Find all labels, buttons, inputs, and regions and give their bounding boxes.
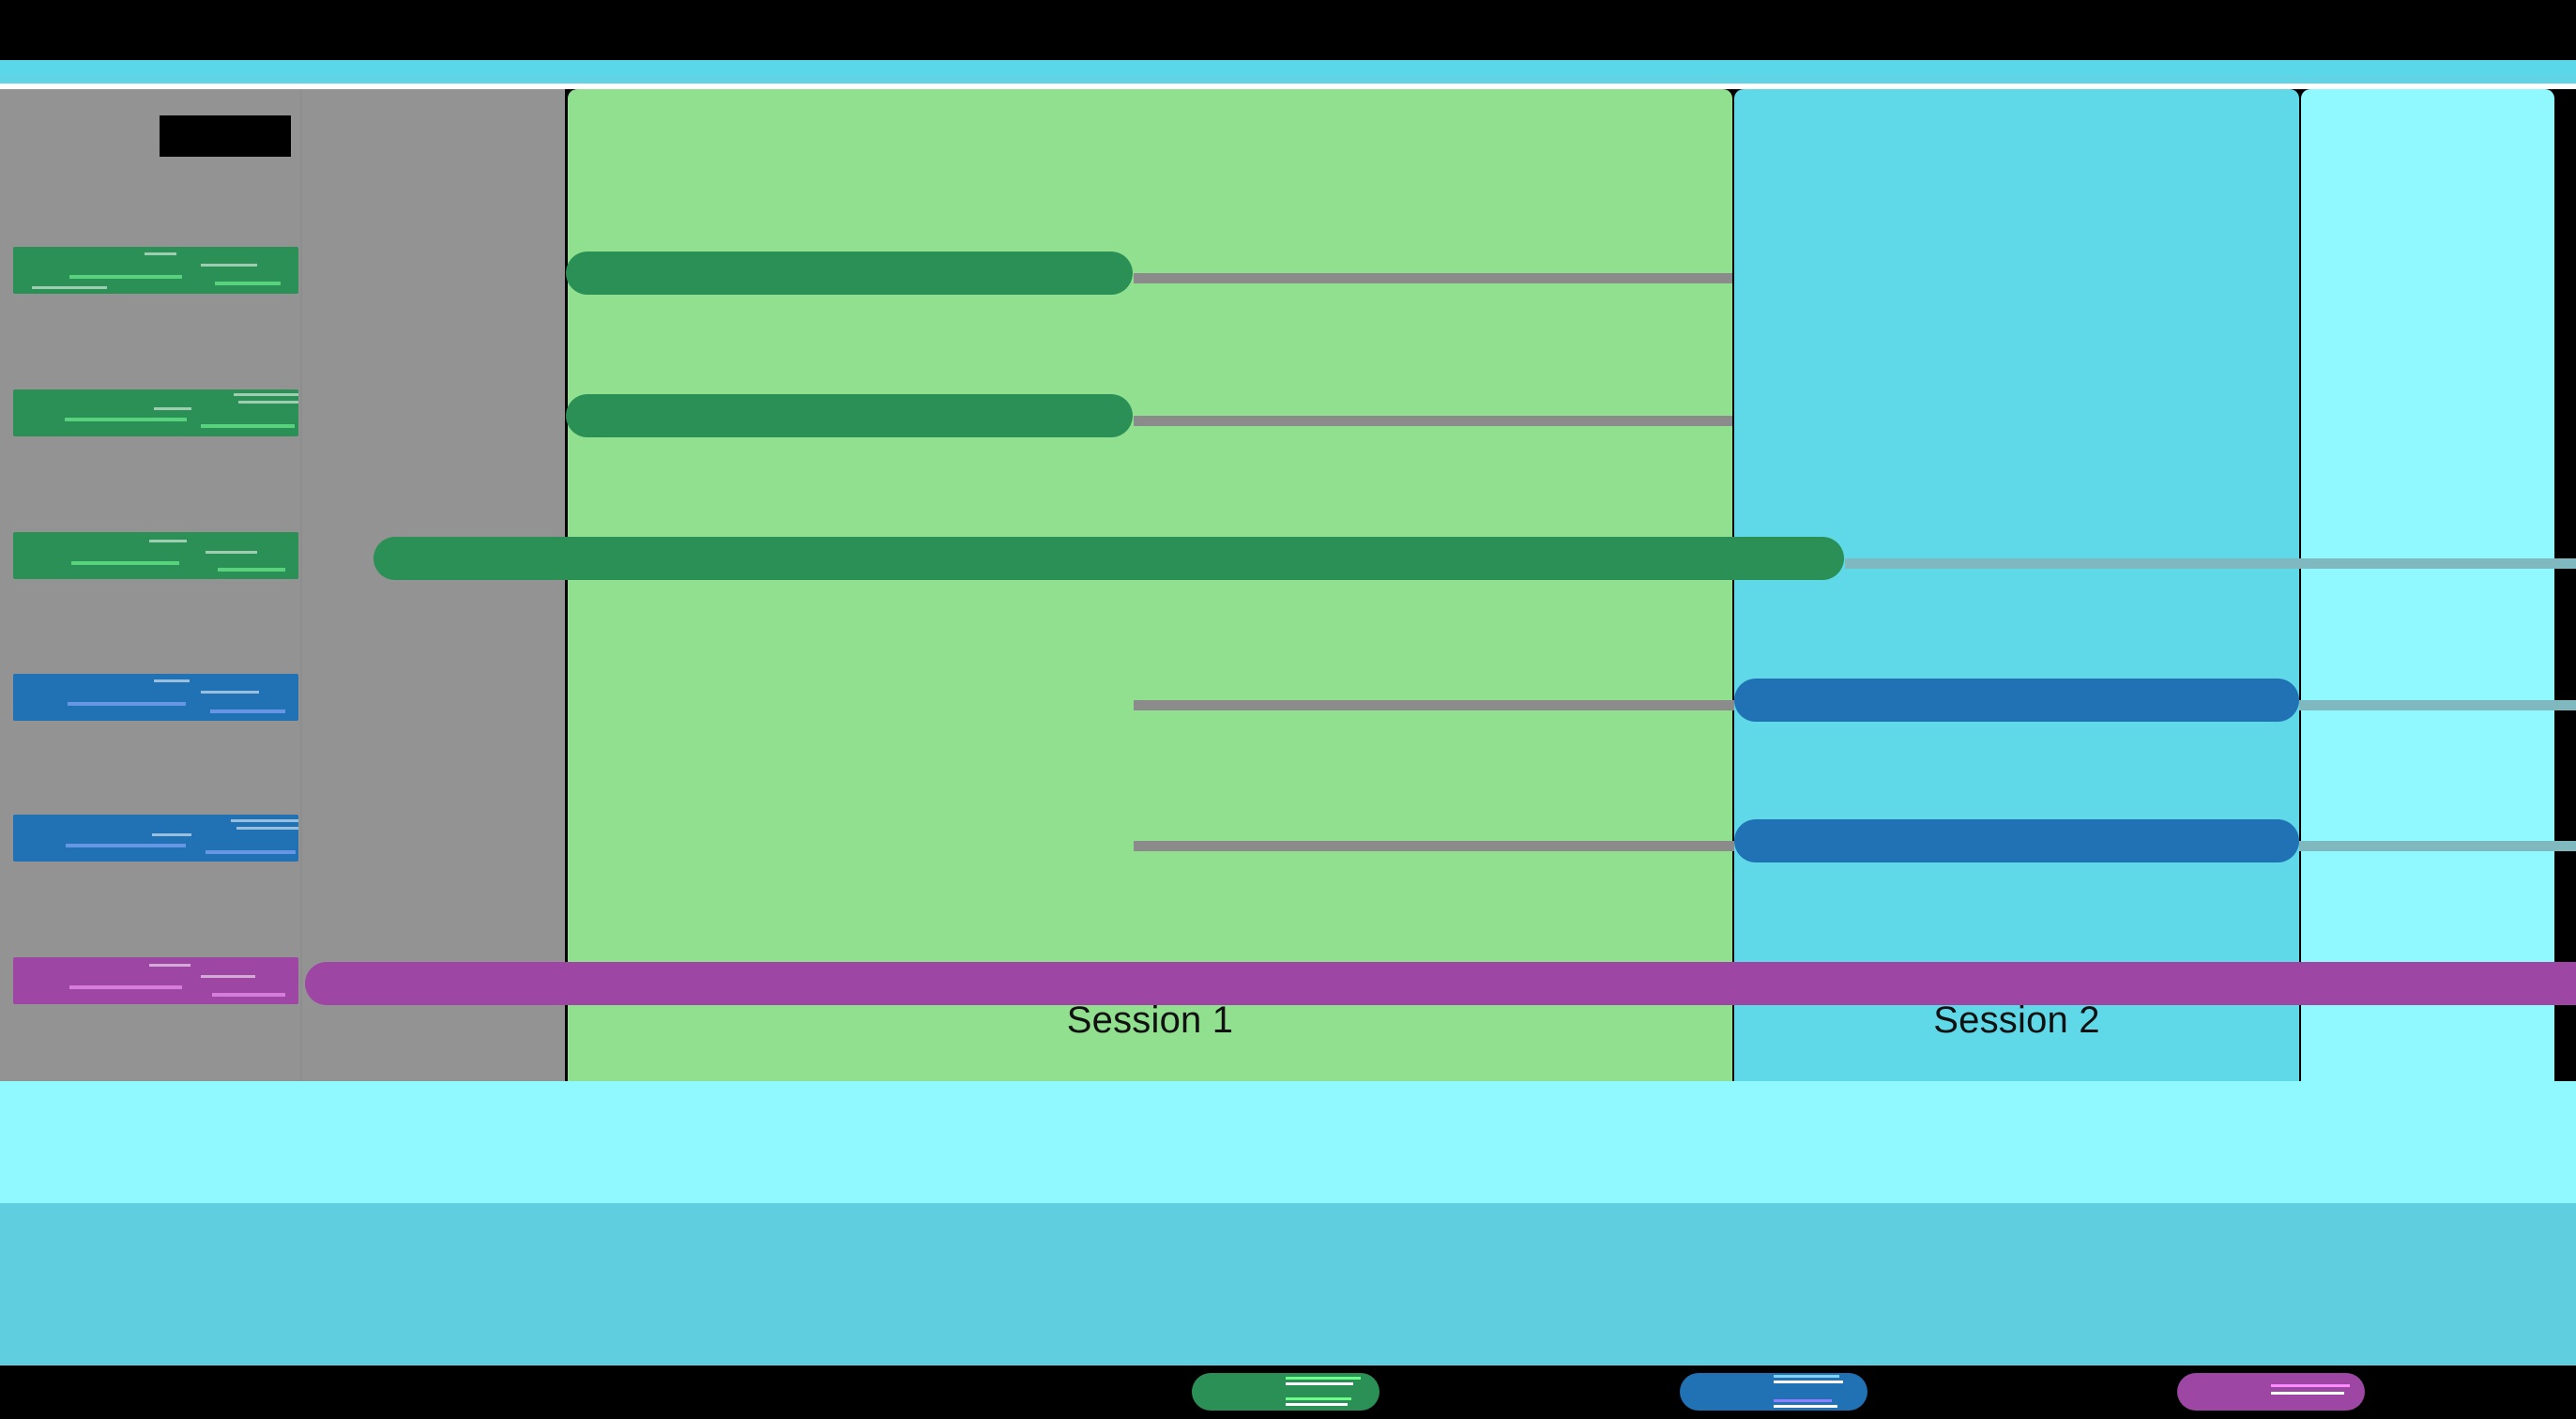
legend-swatch-magenta bbox=[2177, 1373, 2365, 1411]
row-label-panel bbox=[0, 89, 565, 1081]
row-label-3[interactable] bbox=[13, 532, 298, 579]
panel-divider bbox=[300, 89, 302, 1081]
task-bar-row-2[interactable] bbox=[566, 394, 1133, 437]
row-label-6-redaction bbox=[13, 957, 298, 1004]
legend bbox=[0, 1366, 2576, 1419]
session-band-2: Session 2 bbox=[1734, 89, 2299, 1081]
row-track-4b bbox=[2299, 700, 2576, 710]
row-track-4a bbox=[1134, 700, 1734, 710]
task-bar-row-5[interactable] bbox=[1734, 819, 2299, 862]
task-bar-row-3[interactable] bbox=[373, 537, 1844, 580]
top-accent-strip-3 bbox=[0, 84, 2576, 89]
row-label-2[interactable] bbox=[13, 389, 298, 436]
legend-swatch-green bbox=[1192, 1373, 1379, 1411]
row-label-3-redaction bbox=[13, 532, 298, 579]
task-bar-row-4[interactable] bbox=[1734, 679, 2299, 722]
row-label-5[interactable] bbox=[13, 815, 298, 862]
row-track-2 bbox=[1134, 416, 1732, 426]
row-label-1[interactable] bbox=[13, 247, 298, 294]
row-label-5-redaction bbox=[13, 815, 298, 862]
row-label-4-redaction bbox=[13, 674, 298, 721]
row-track-5a bbox=[1134, 841, 1734, 851]
legend-green-redaction bbox=[1286, 1373, 1379, 1411]
top-accent-strip-1 bbox=[0, 60, 2576, 75]
row-label-1-redaction bbox=[13, 247, 298, 294]
row-label-4[interactable] bbox=[13, 674, 298, 721]
row-label-2-redaction bbox=[13, 389, 298, 436]
session-band-2-label: Session 2 bbox=[1933, 999, 2100, 1041]
row-track-1 bbox=[1134, 273, 1732, 283]
legend-blue-redaction bbox=[1774, 1373, 1867, 1411]
row-track-5b bbox=[2299, 841, 2576, 851]
legend-swatch-blue bbox=[1680, 1373, 1867, 1411]
row-label-6[interactable] bbox=[13, 957, 298, 1004]
session-band-1: Session 1 bbox=[568, 89, 1732, 1081]
footer-band-light bbox=[0, 1081, 2576, 1203]
legend-magenta-redaction bbox=[2271, 1373, 2365, 1411]
session-band-1-label: Session 1 bbox=[1066, 999, 1234, 1041]
footer-band-cyan bbox=[0, 1203, 2576, 1381]
task-bar-row-1[interactable] bbox=[566, 252, 1133, 295]
session-band-3 bbox=[2301, 89, 2554, 1081]
top-accent-strip-2 bbox=[0, 75, 2576, 84]
chart-title-redacted-cap bbox=[160, 115, 235, 129]
task-bar-row-6[interactable] bbox=[305, 962, 2576, 1005]
row-track-3 bbox=[1845, 558, 2576, 569]
